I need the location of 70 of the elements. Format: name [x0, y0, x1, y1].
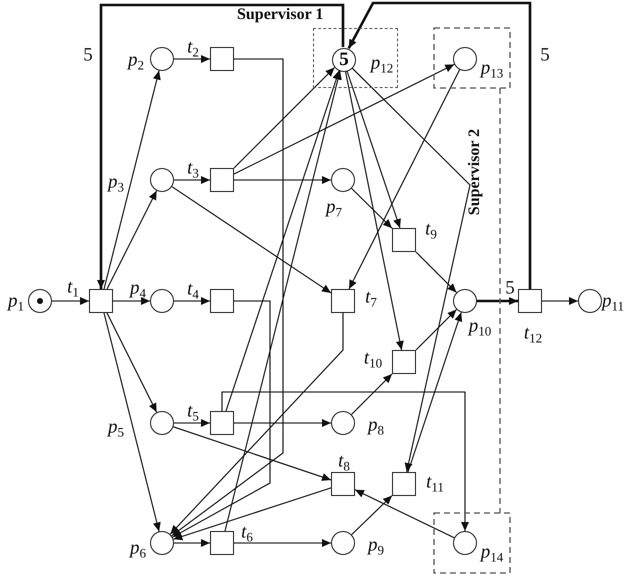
arc-arrow — [542, 297, 578, 305]
arc-arrow — [234, 67, 335, 168]
arc-arrow — [174, 176, 210, 184]
arc-arrow — [348, 69, 460, 290]
arc-arrow — [172, 300, 271, 538]
arc-arrow — [346, 70, 401, 228]
transition-label: t$_{2}$ — [187, 38, 199, 58]
arc-arrow — [97, 4, 344, 289]
transition-label: t$_{7}$ — [365, 288, 377, 308]
place-label: p$_{11}$ — [602, 292, 624, 312]
place-label: p$_{13}$ — [480, 58, 504, 80]
arc-arrow — [351, 374, 392, 415]
transition-label: t$_{4}$ — [187, 280, 199, 300]
arc-arrow — [348, 2, 532, 289]
place-label: p$_{2}$ — [128, 50, 144, 72]
arc-arrow — [52, 297, 89, 305]
arc-weight: 5 — [504, 278, 516, 298]
arc-arrow — [477, 297, 518, 305]
transition-label: t$_{6}$ — [241, 522, 253, 544]
arc-arrow — [234, 176, 331, 184]
place-label: p$_{6}$ — [130, 538, 146, 560]
arc-arrow — [234, 419, 331, 427]
arc-arrow — [172, 186, 332, 294]
arc-arrow — [106, 312, 158, 413]
arc-arrow — [416, 252, 457, 293]
arc-arrow — [234, 64, 454, 175]
arc-arrow — [407, 312, 462, 472]
place-label: p$_{12}$ — [370, 54, 394, 74]
arc-arrow — [173, 426, 332, 481]
place-label: p$_{14}$ — [480, 542, 504, 564]
transition-label: t$_{5}$ — [187, 402, 199, 422]
supervisor-heading: Supervisor 1 — [237, 7, 324, 23]
token-count: 5 — [339, 50, 349, 70]
place-label: p$_{7}$ — [326, 198, 342, 218]
transition-label: t$_{10}$ — [364, 348, 382, 370]
arc-arrow — [351, 188, 392, 229]
transition-label: t$_{11}$ — [426, 472, 444, 494]
arc-arrow — [106, 190, 158, 290]
arc-arrow — [351, 495, 392, 536]
arc-arrow — [351, 67, 471, 472]
transition-label: t$_{3}$ — [187, 158, 199, 180]
arc-arrow — [225, 70, 340, 412]
arc-arrow — [170, 313, 344, 535]
place-label: p$_{3}$ — [108, 172, 124, 194]
arc-arrow — [171, 58, 284, 536]
place-label: p$_{8}$ — [368, 416, 384, 436]
arc-arrow — [354, 489, 454, 538]
arc-arrow — [104, 70, 161, 290]
transition-label: t$_{8}$ — [338, 452, 350, 472]
transition-label: t$_{9}$ — [425, 220, 437, 240]
arc-arrow — [174, 539, 210, 547]
transition-label: t$_{12}$ — [524, 324, 542, 344]
place-label: p$_{4}$ — [130, 278, 146, 300]
place-label: p$_{5}$ — [108, 418, 124, 438]
place-label: p$_{9}$ — [368, 536, 384, 556]
place-label: p$_{1}$ — [8, 292, 24, 312]
arc-arrow — [104, 312, 161, 532]
supervisor-heading: Supervisor 2 — [467, 128, 483, 216]
arc-arrow — [174, 297, 210, 305]
transition-label: t$_{1}$ — [67, 278, 79, 298]
arc-arrow — [174, 55, 210, 63]
arc-arrow — [174, 419, 210, 427]
arc-arrow — [173, 487, 332, 540]
arc-arrow — [224, 70, 342, 532]
arc-arrow — [344, 70, 404, 350]
arc-arrow — [234, 539, 331, 547]
place-label: p$_{10}$ — [468, 316, 492, 338]
arc-arrow — [113, 297, 150, 305]
arc-arrow — [416, 309, 457, 350]
arc-arrow — [221, 391, 469, 531]
